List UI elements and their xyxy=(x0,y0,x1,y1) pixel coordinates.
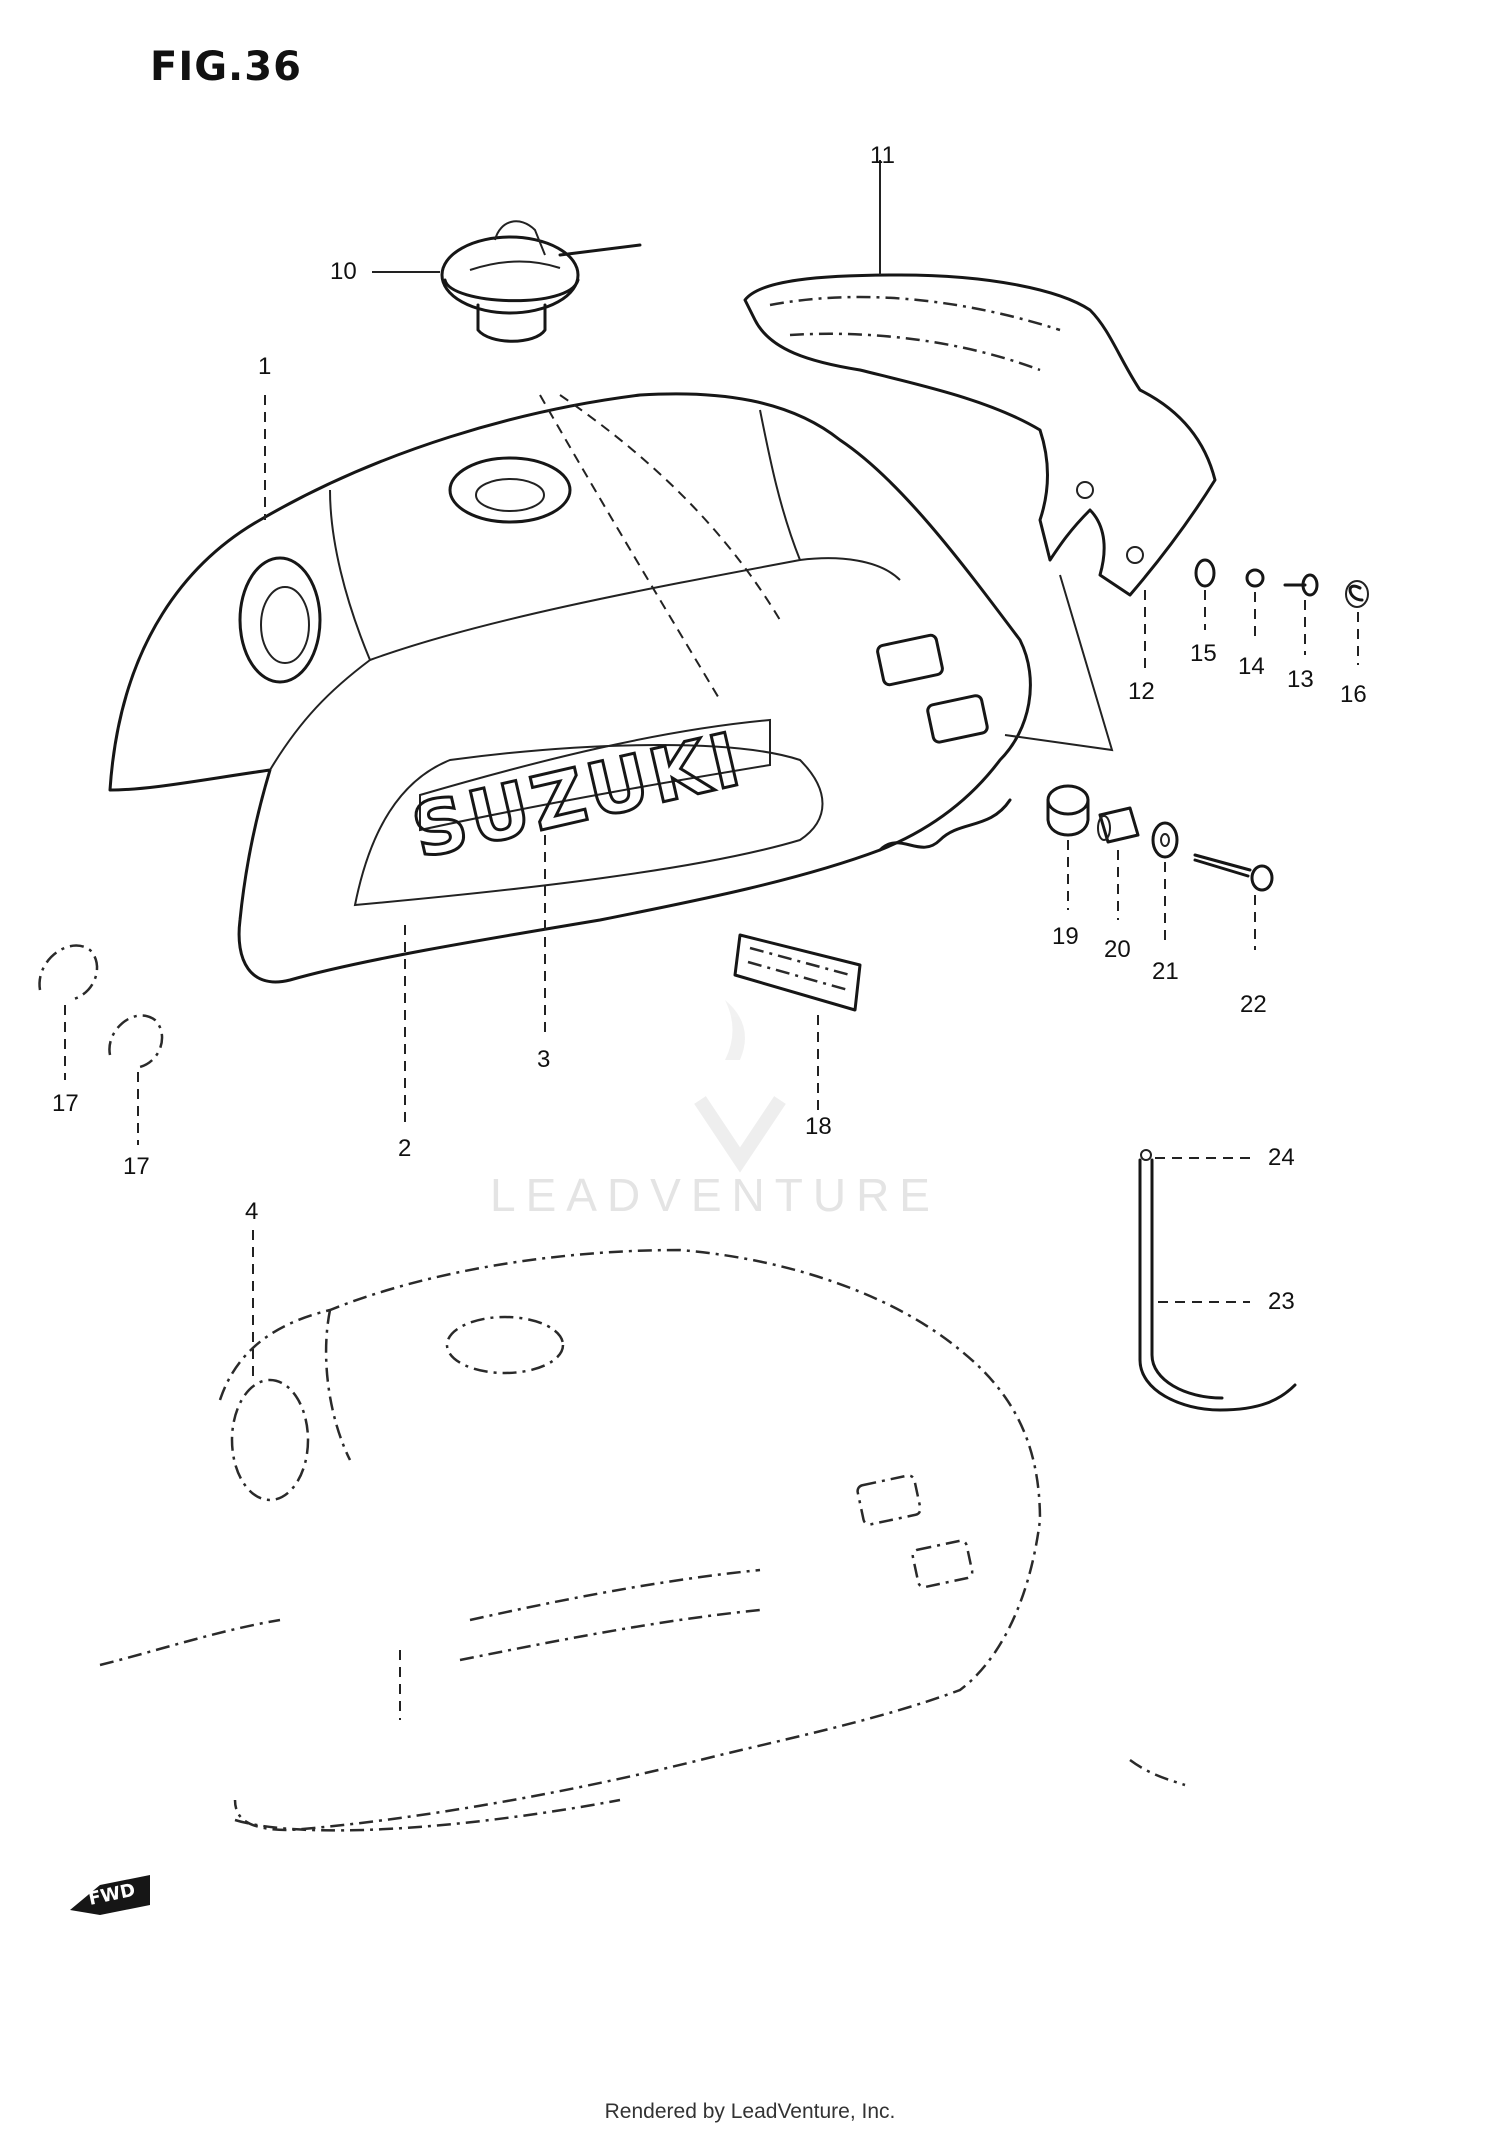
washer-21 xyxy=(1151,821,1179,940)
tank-rear-strap xyxy=(743,160,1217,597)
label-part-24: 24 xyxy=(1268,1144,1295,1171)
label-part-1: 1 xyxy=(258,353,272,380)
bolt-22 xyxy=(1193,853,1274,950)
rubber-pad-18 xyxy=(733,933,862,1110)
cap-16 xyxy=(1345,580,1369,665)
fuel-cap xyxy=(372,220,642,343)
watermark-text: LEADVENTURE xyxy=(490,1169,940,1221)
faint-marks xyxy=(1129,1758,1186,1787)
label-part-2: 2 xyxy=(398,1135,412,1162)
grommet-17a xyxy=(38,944,99,1080)
label-part-17b: 17 xyxy=(123,1153,150,1180)
label-part-14: 14 xyxy=(1238,653,1265,680)
fwd-arrow-icon: FWD xyxy=(70,1875,150,1915)
footer-credit: Rendered by LeadVenture, Inc. xyxy=(604,2100,896,2123)
bolt-13 xyxy=(1283,573,1319,655)
label-part-12: 12 xyxy=(1128,678,1155,705)
strap-mount-lines xyxy=(1004,574,1146,752)
label-part-21: 21 xyxy=(1152,958,1179,985)
label-part-22: 22 xyxy=(1240,991,1267,1018)
label-part-19: 19 xyxy=(1052,923,1079,950)
label-part-10: 10 xyxy=(330,258,357,285)
label-part-23: 23 xyxy=(1268,1288,1295,1315)
label-part-18: 18 xyxy=(805,1113,832,1140)
label-part-4: 4 xyxy=(245,1198,259,1225)
watermark-logo-icon xyxy=(694,1000,786,1173)
label-part-13: 13 xyxy=(1287,666,1314,693)
label-part-16: 16 xyxy=(1340,681,1367,708)
clip-24 xyxy=(1140,1149,1250,1161)
nut-14 xyxy=(1245,568,1265,640)
breather-hose-23 xyxy=(1138,1158,1297,1412)
suzuki-emblem: SUZUKI xyxy=(403,715,771,877)
fuel-tank-upper xyxy=(108,392,1032,984)
emblem-text: SUZUKI xyxy=(405,716,752,875)
label-part-11: 11 xyxy=(870,142,895,169)
figure-title: FIG.36 xyxy=(150,44,302,90)
washer-15 xyxy=(1194,558,1216,630)
cushion-19 xyxy=(1046,784,1090,910)
grommet-17b xyxy=(108,1014,164,1145)
label-part-3: 3 xyxy=(537,1046,551,1073)
label-part-17a: 17 xyxy=(52,1090,79,1117)
label-part-20: 20 xyxy=(1104,936,1131,963)
fuel-tank-lower xyxy=(99,1230,1042,1832)
label-part-15: 15 xyxy=(1190,640,1217,667)
spacer-20 xyxy=(1097,806,1140,920)
